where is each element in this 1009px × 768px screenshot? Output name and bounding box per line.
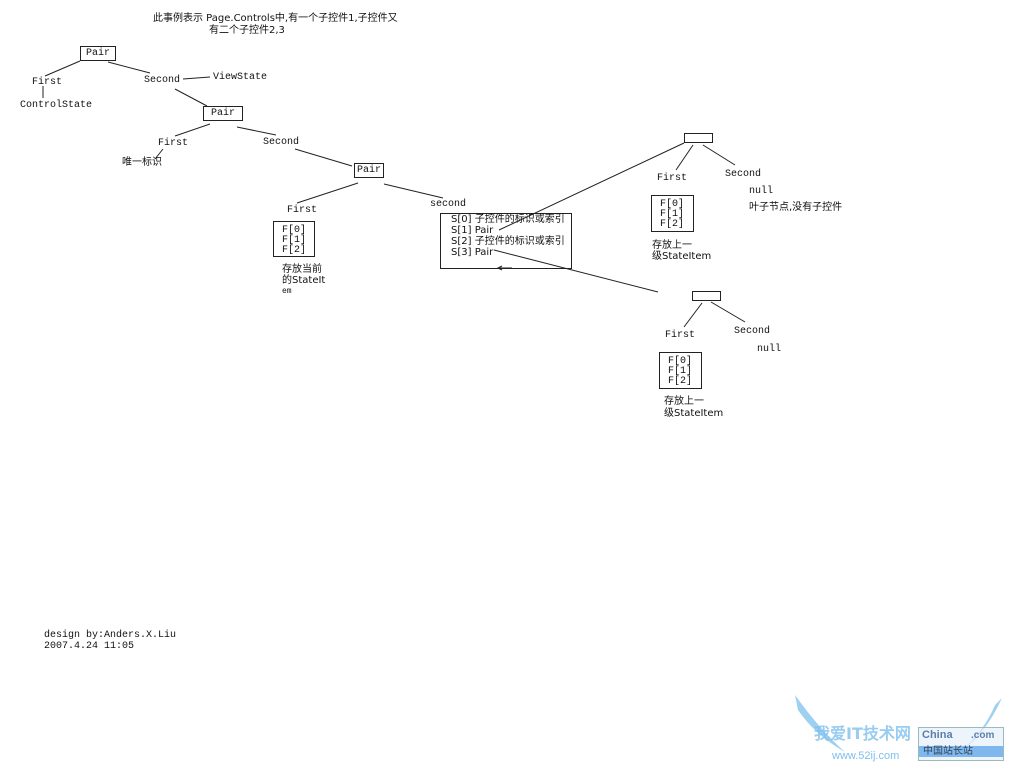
f-note: 存放上一: [664, 396, 704, 407]
f-note: em: [282, 287, 292, 296]
chinaz-logo: China .com 中国站长站: [918, 727, 1004, 761]
s-item: S[3] Pair: [451, 247, 494, 258]
s-item: S[0] 子控件的标识或索引: [451, 214, 565, 225]
child2-first-label: First: [665, 330, 696, 341]
node-label: Pair: [356, 165, 381, 176]
f-item: F[0]: [282, 225, 307, 236]
f-item: F[2]: [282, 245, 307, 256]
f-item: F[1]: [660, 209, 685, 220]
level3-f-array: F[0] F[1] F[2]: [273, 221, 315, 257]
child1-first-label: First: [657, 173, 688, 184]
brand-suffix: .com: [971, 730, 995, 741]
f-item: F[1]: [282, 235, 307, 246]
level2-second-label: Second: [263, 137, 300, 148]
title-line-2: 有二个子控件2,3: [209, 25, 285, 36]
f-item: F[0]: [660, 199, 685, 210]
brand-label: China: [922, 729, 953, 741]
f-note: 级StateItem: [652, 251, 712, 262]
wings-logo-icon: [795, 695, 1002, 752]
child2-f-array: F[0] F[1] F[2]: [659, 352, 702, 389]
f-note: 存放上一: [652, 240, 692, 251]
child1-second-label: Second: [725, 169, 762, 180]
watermark-text: 我爱IT技术网: [814, 724, 911, 743]
root-pair-node: Pair: [80, 46, 116, 61]
child1-f-array: F[0] F[1] F[2]: [651, 195, 694, 232]
watermark-url: www.52ij.com: [832, 750, 900, 762]
f-note: 存放当前: [282, 264, 322, 275]
f-item: F[0]: [668, 356, 693, 367]
child2-second-label: Second: [734, 326, 771, 337]
unique-id-label: 唯一标识: [122, 157, 162, 168]
f-item: F[1]: [668, 366, 693, 377]
root-second-label: Second: [144, 75, 181, 86]
f-item: F[2]: [660, 219, 685, 230]
f-item: F[2]: [668, 376, 693, 387]
leaf-note: 叶子节点,没有子控件: [749, 202, 843, 213]
brand-cn: 中国站长站: [919, 746, 1003, 757]
level2-pair-node: Pair: [203, 106, 243, 121]
level3-s-array: S[0] 子控件的标识或索引 S[1] Pair S[2] 子控件的标识或索引 …: [440, 213, 572, 269]
date-label: 2007.4.24 11:05: [44, 641, 135, 652]
f-note: 级StateItem: [664, 408, 724, 419]
child2-pair-node: [692, 291, 721, 301]
author-label: design by:Anders.X.Liu: [44, 630, 177, 641]
node-label: Pair: [85, 48, 110, 59]
level3-second-label: second: [430, 199, 467, 210]
f-note: 的StateIt: [282, 275, 326, 286]
level3-first-label: First: [287, 205, 318, 216]
s-item: S[2] 子控件的标识或索引: [451, 236, 565, 247]
root-first-label: First: [32, 77, 63, 88]
level2-first-label: First: [158, 138, 189, 149]
title-line-1: 此事例表示 Page.Controls中,有一个子控件1,子控件又: [153, 13, 398, 24]
child1-pair-node: [684, 133, 713, 143]
child2-null-label: null: [757, 344, 782, 355]
view-state-label: ViewState: [213, 72, 268, 83]
level3-pair-node: Pair: [354, 163, 384, 178]
s-item: S[1] Pair: [451, 225, 494, 236]
child1-null-label: null: [749, 186, 774, 197]
node-label: Pair: [210, 108, 235, 119]
control-state-label: ControlState: [20, 100, 93, 111]
